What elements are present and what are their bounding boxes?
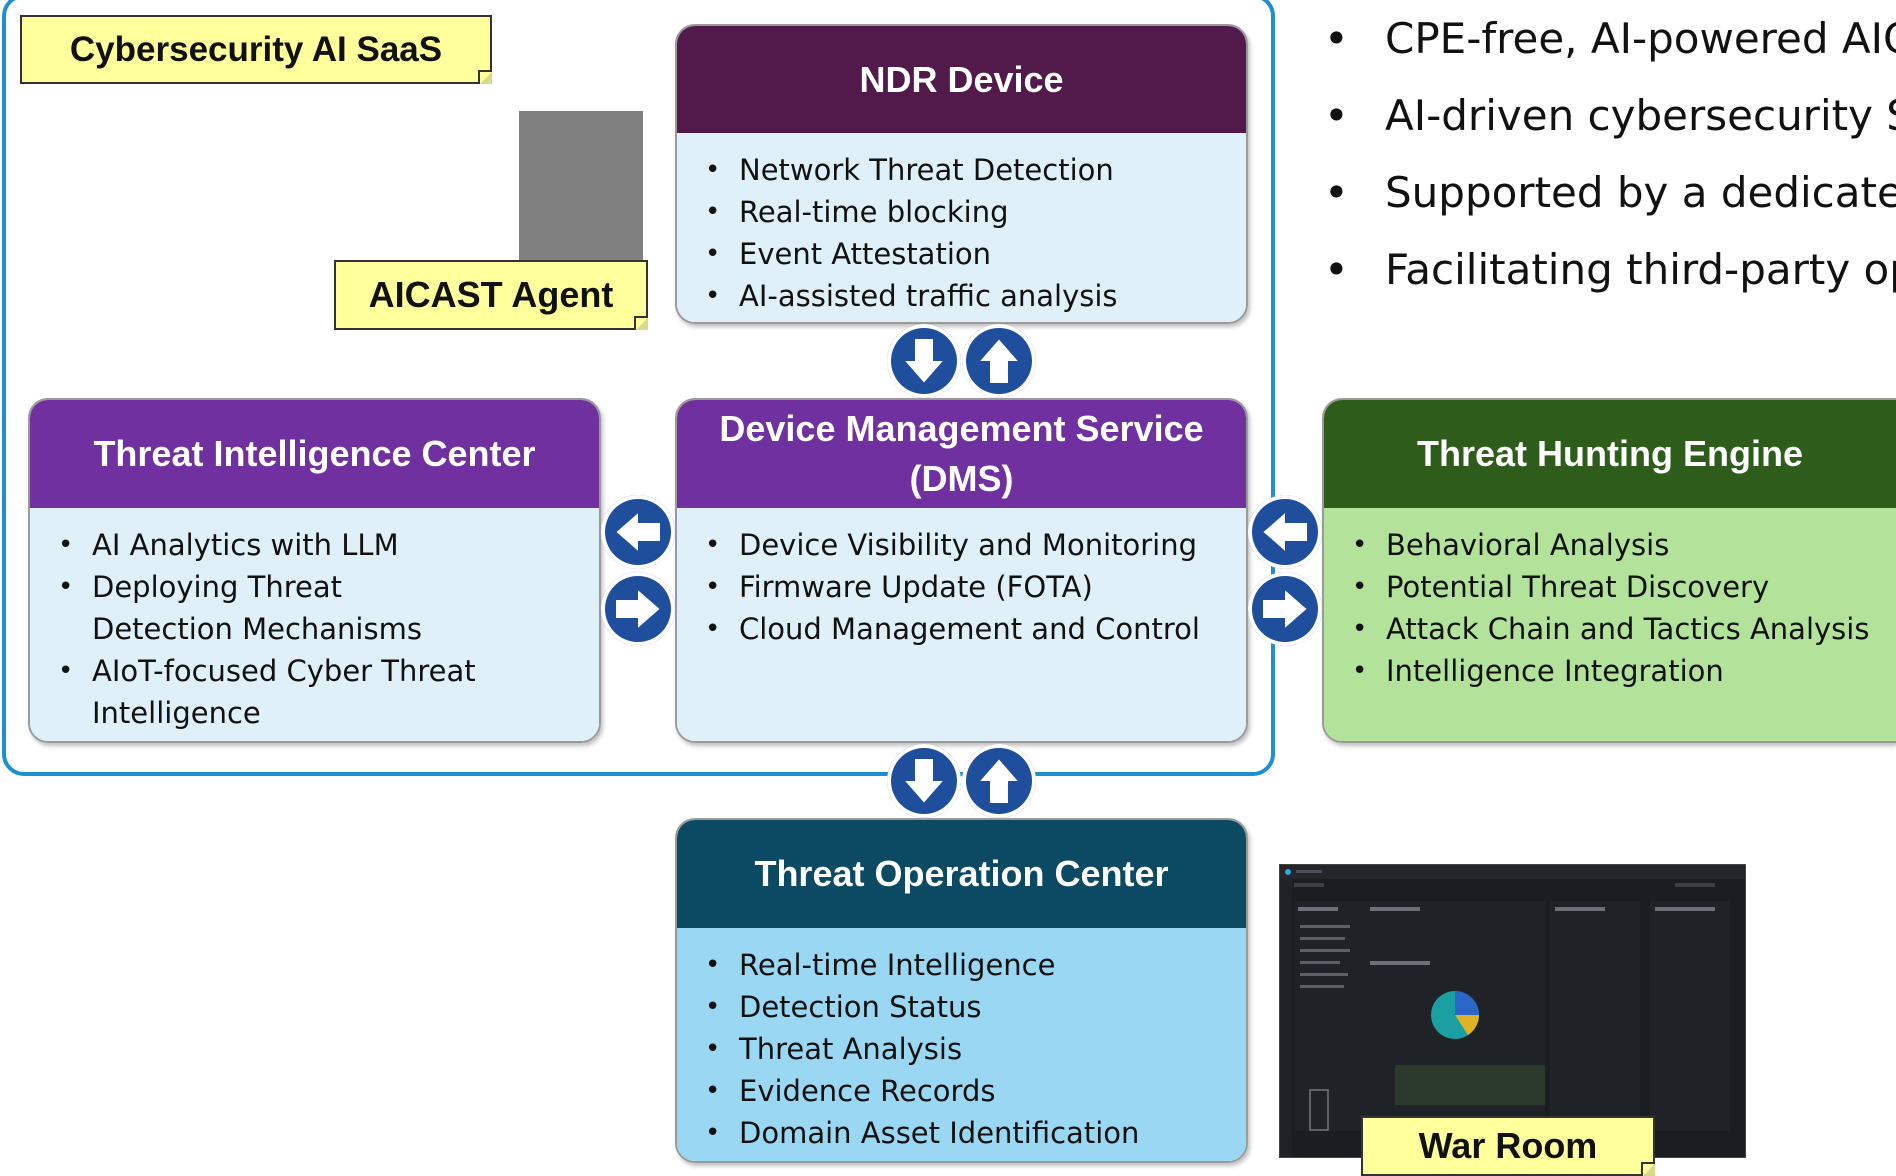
list-item: Cloud Management and Control xyxy=(677,608,1246,650)
list-item: AI Analytics with LLM xyxy=(30,524,599,566)
ndr-device-card: NDR Device Network Threat Detection Real… xyxy=(675,24,1248,324)
right-bullet: Supported by a dedicated xyxy=(1310,154,1896,231)
saas-label: Cybersecurity AI SaaS xyxy=(69,29,443,69)
list-item: Domain Asset Identification xyxy=(677,1112,1246,1154)
agent-placeholder-image xyxy=(519,111,643,266)
list-item: AIoT-focused Cyber Threat Intelligence xyxy=(30,650,512,734)
right-bullet: Facilitating third-party op xyxy=(1310,231,1896,308)
dms-title-line1: Device Management Service xyxy=(719,408,1204,449)
dashboard-screenshot-graphic xyxy=(1280,865,1745,1157)
threat-operation-center-card: Threat Operation Center Real-time Intell… xyxy=(675,818,1248,1163)
list-item: Network Threat Detection xyxy=(677,149,1246,191)
saas-label-note: Cybersecurity AI SaaS xyxy=(20,15,492,84)
the-header: Threat Hunting Engine xyxy=(1324,400,1896,508)
the-title: Threat Hunting Engine xyxy=(1417,433,1803,474)
war-room-dashboard-thumbnail xyxy=(1279,864,1746,1158)
arrow-up-icon xyxy=(962,324,1036,398)
right-bullet: AI-driven cybersecurity S xyxy=(1310,77,1896,154)
war-room-label-note: War Room xyxy=(1361,1116,1655,1176)
list-item: Behavioral Analysis xyxy=(1324,524,1896,566)
arrow-right-icon xyxy=(601,572,675,646)
dms-title-line2: (DMS) xyxy=(909,458,1014,499)
list-item: AI-assisted traffic analysis xyxy=(677,275,1246,317)
list-item: Firmware Update (FOTA) xyxy=(677,566,1246,608)
toc-header: Threat Operation Center xyxy=(677,820,1246,928)
list-item: Deploying Threat Detection Mechanisms xyxy=(30,566,492,650)
list-item: Device Visibility and Monitoring xyxy=(677,524,1246,566)
ndr-device-header: NDR Device xyxy=(677,26,1246,133)
toc-title: Threat Operation Center xyxy=(754,853,1169,894)
list-item: Threat Analysis xyxy=(677,1028,1246,1070)
arrow-down-icon xyxy=(887,324,961,398)
arrow-up-icon xyxy=(962,744,1036,818)
arrow-down-icon xyxy=(887,744,961,818)
list-item: Detection Status xyxy=(677,986,1246,1028)
war-room-label: War Room xyxy=(1418,1125,1598,1166)
list-item: Intelligence Integration xyxy=(1324,650,1896,692)
ndr-device-title: NDR Device xyxy=(859,58,1064,100)
agent-label-note: AICAST Agent xyxy=(334,260,648,330)
arrow-left-icon xyxy=(601,495,675,569)
arrow-right-icon xyxy=(1248,572,1322,646)
saas-boundary xyxy=(2,0,1275,776)
list-item: Event Attestation xyxy=(677,233,1246,275)
right-bullet: CPE-free, AI-powered AIC xyxy=(1310,0,1896,77)
threat-hunting-engine-card: Threat Hunting Engine Behavioral Analysi… xyxy=(1322,398,1896,743)
tic-title: Threat Intelligence Center xyxy=(93,433,536,474)
tic-header: Threat Intelligence Center xyxy=(30,400,599,508)
threat-intelligence-center-card: Threat Intelligence Center AI Analytics … xyxy=(28,398,601,743)
right-bullet-list: CPE-free, AI-powered AIC AI-driven cyber… xyxy=(1310,0,1896,308)
arrow-left-icon xyxy=(1248,495,1322,569)
list-item: Attack Chain and Tactics Analysis xyxy=(1324,608,1896,650)
list-item: Real-time blocking xyxy=(677,191,1246,233)
dms-header: Device Management Service (DMS) xyxy=(677,400,1246,508)
dms-card: Device Management Service (DMS) Device V… xyxy=(675,398,1248,743)
agent-label: AICAST Agent xyxy=(368,274,614,315)
list-item: Potential Threat Discovery xyxy=(1324,566,1896,608)
list-item: Evidence Records xyxy=(677,1070,1246,1112)
list-item: Real-time Intelligence xyxy=(677,944,1246,986)
